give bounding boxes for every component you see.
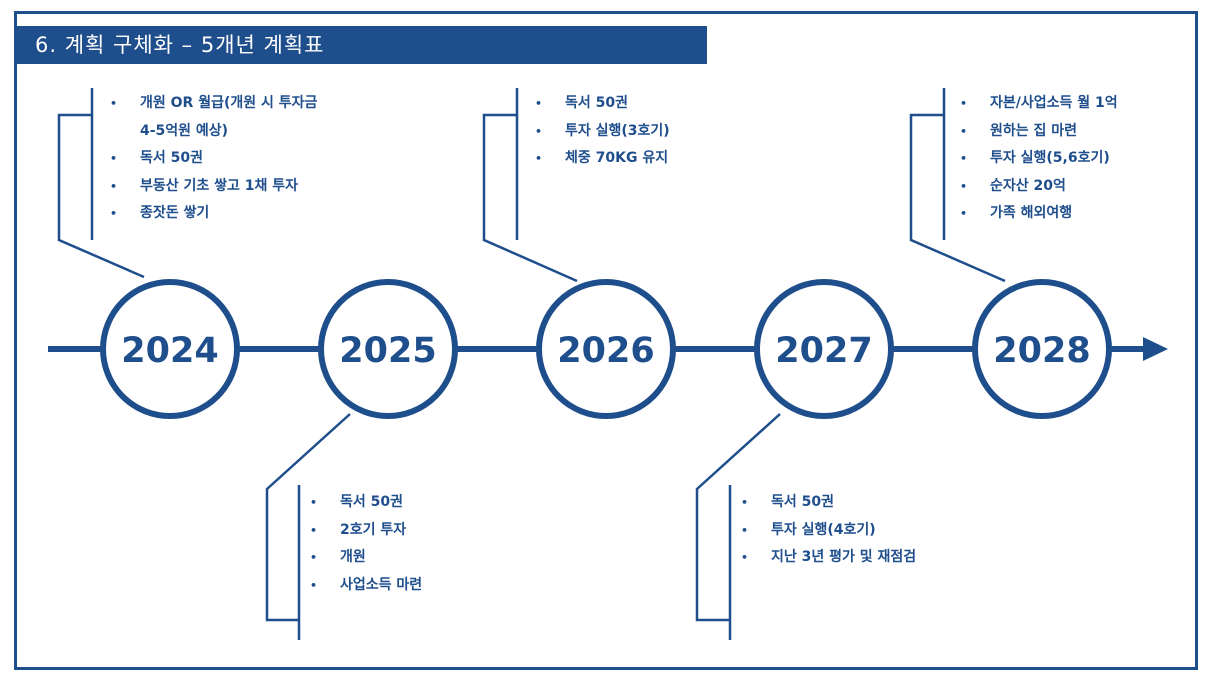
note-item: 자본/사업소득 월 1억	[960, 90, 1118, 118]
notes-2025: 독서 50권 2호기 투자 개원 사업소득 마련	[310, 489, 422, 599]
year-node-2027: 2027	[754, 279, 894, 419]
notes-2024: 개원 OR 월급(개원 시 투자금 4-5억원 예상) 독서 50권 부동산 기…	[110, 90, 317, 228]
year-label: 2024	[121, 331, 218, 371]
year-circle	[318, 279, 458, 419]
year-circle	[754, 279, 894, 419]
note-item: 독서 50권	[741, 489, 916, 517]
note-item: 개원 OR 월급(개원 시 투자금	[110, 90, 317, 118]
connector-2026	[482, 113, 578, 283]
year-circle	[100, 279, 240, 419]
notes-2027: 독서 50권 투자 실행(4호기) 지난 3년 평가 및 재점검	[741, 489, 916, 572]
connector-2024	[57, 113, 145, 279]
year-circle	[972, 279, 1112, 419]
note-item: 독서 50권	[310, 489, 422, 517]
notes-2028: 자본/사업소득 월 1억 원하는 집 마련 투자 실행(5,6호기) 순자산 2…	[960, 90, 1118, 228]
note-item: 지난 3년 평가 및 재점검	[741, 544, 916, 572]
timeline-arrowhead	[1143, 337, 1168, 361]
note-item: 독서 50권	[535, 90, 670, 118]
slide-title: 6. 계획 구체화 – 5개년 계획표	[17, 26, 707, 64]
year-label: 2026	[557, 331, 654, 371]
year-label: 2028	[993, 331, 1090, 371]
year-node-2024: 2024	[100, 279, 240, 419]
note-item: 개원	[310, 544, 422, 572]
note-item: 투자 실행(3호기)	[535, 118, 670, 146]
year-node-2028: 2028	[972, 279, 1112, 419]
note-item: 독서 50권	[110, 145, 317, 173]
year-label: 2027	[775, 331, 872, 371]
connector-2027	[695, 413, 781, 622]
note-item: 원하는 집 마련	[960, 118, 1118, 146]
note-item: 순자산 20억	[960, 173, 1118, 201]
note-item: 4-5억원 예상)	[140, 122, 229, 139]
note-item: 사업소득 마련	[310, 572, 422, 600]
note-item: 투자 실행(5,6호기)	[960, 145, 1118, 173]
slide-frame	[14, 11, 1198, 670]
note-item: 부동산 기초 쌓고 1채 투자	[110, 173, 317, 201]
note-item: 종잣돈 쌓기	[110, 200, 317, 228]
year-label: 2025	[339, 331, 436, 371]
notes-2026: 독서 50권 투자 실행(3호기) 체중 70KG 유지	[535, 90, 670, 173]
year-node-2026: 2026	[536, 279, 676, 419]
connector-2028	[909, 113, 1006, 283]
callout-connectors	[57, 88, 1006, 640]
note-item: 체중 70KG 유지	[535, 145, 670, 173]
note-item: 가족 해외여행	[960, 200, 1118, 228]
year-node-2025: 2025	[318, 279, 458, 419]
connector-2025	[265, 413, 351, 622]
year-circle	[536, 279, 676, 419]
note-item: 2호기 투자	[310, 517, 422, 545]
note-item: 투자 실행(4호기)	[741, 517, 916, 545]
